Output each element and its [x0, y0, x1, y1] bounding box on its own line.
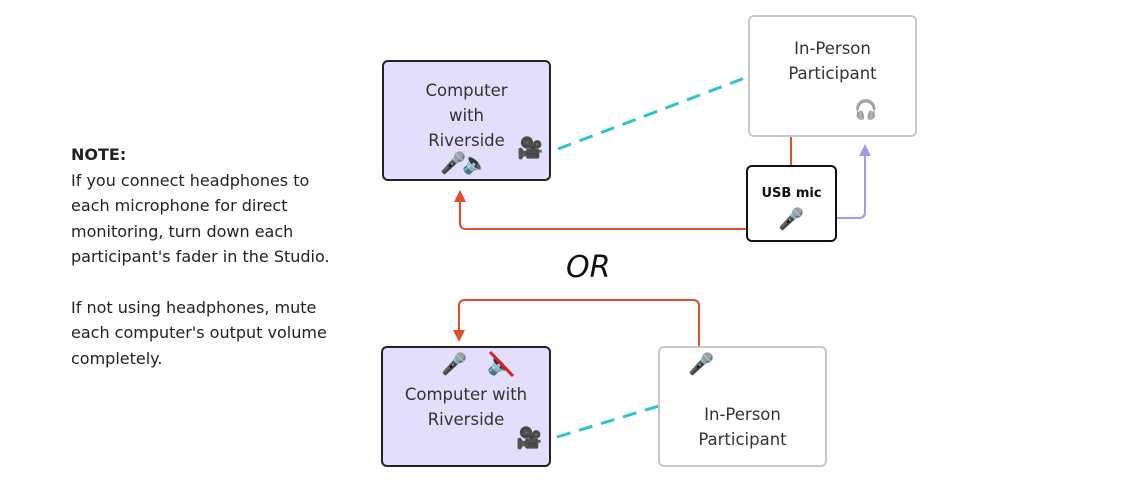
bottom-computer-label: Computer with Riverside: [404, 385, 528, 429]
bottom-audio-line: [453, 299, 700, 347]
or-separator: OR: [566, 250, 611, 285]
microphone-icon: 🎤: [441, 352, 468, 376]
microphone-icon: 🎤: [440, 151, 467, 175]
speaker-icon: 🔈: [462, 151, 489, 175]
note-block: NOTE: If you connect headphones to each …: [71, 142, 371, 371]
top-computer-box: Computer with Riverside 🎤 🔈 🎥: [382, 60, 551, 181]
microphone-icon: 🎤: [688, 352, 715, 376]
usb-to-computer-audio-line: [454, 190, 747, 230]
top-participant-box: In-Person Participant 🎧: [748, 15, 917, 137]
note-line: If not using headphones, mute: [71, 297, 317, 317]
usb-to-headphones-line: [836, 144, 871, 219]
headphones-icon: 🎧: [854, 99, 878, 121]
speaker-muted-slash: [488, 350, 515, 378]
top-video-dashed-line: [557, 74, 751, 151]
top-participant-label: In-Person Participant: [788, 39, 877, 83]
note-line: each computer's output volume: [71, 323, 327, 342]
video-camera-icon: 🎥: [516, 426, 543, 450]
note-line: If you connect headphones to: [71, 170, 310, 190]
note-line: monitoring, turn down each: [71, 221, 294, 241]
usb-mic-box: USB mic 🎤: [746, 165, 837, 242]
note-title: NOTE:: [71, 145, 127, 164]
note-line: completely.: [71, 348, 163, 368]
note-line: each microphone for direct: [71, 196, 288, 215]
top-computer-label: Computer with Riverside: [425, 81, 508, 150]
bottom-participant-label: In-Person Participant: [698, 405, 787, 449]
bottom-computer-box: Computer with Riverside 🎤 🔈 🎥: [381, 346, 551, 467]
usb-mic-label: USB mic: [761, 186, 822, 201]
note-line: participant's fader in the Studio.: [71, 247, 330, 266]
bottom-participant-box: In-Person Participant 🎤: [658, 346, 827, 467]
microphone-icon: 🎤: [778, 207, 805, 231]
bottom-video-dashed-line: [556, 404, 660, 439]
video-camera-icon: 🎥: [517, 136, 544, 160]
